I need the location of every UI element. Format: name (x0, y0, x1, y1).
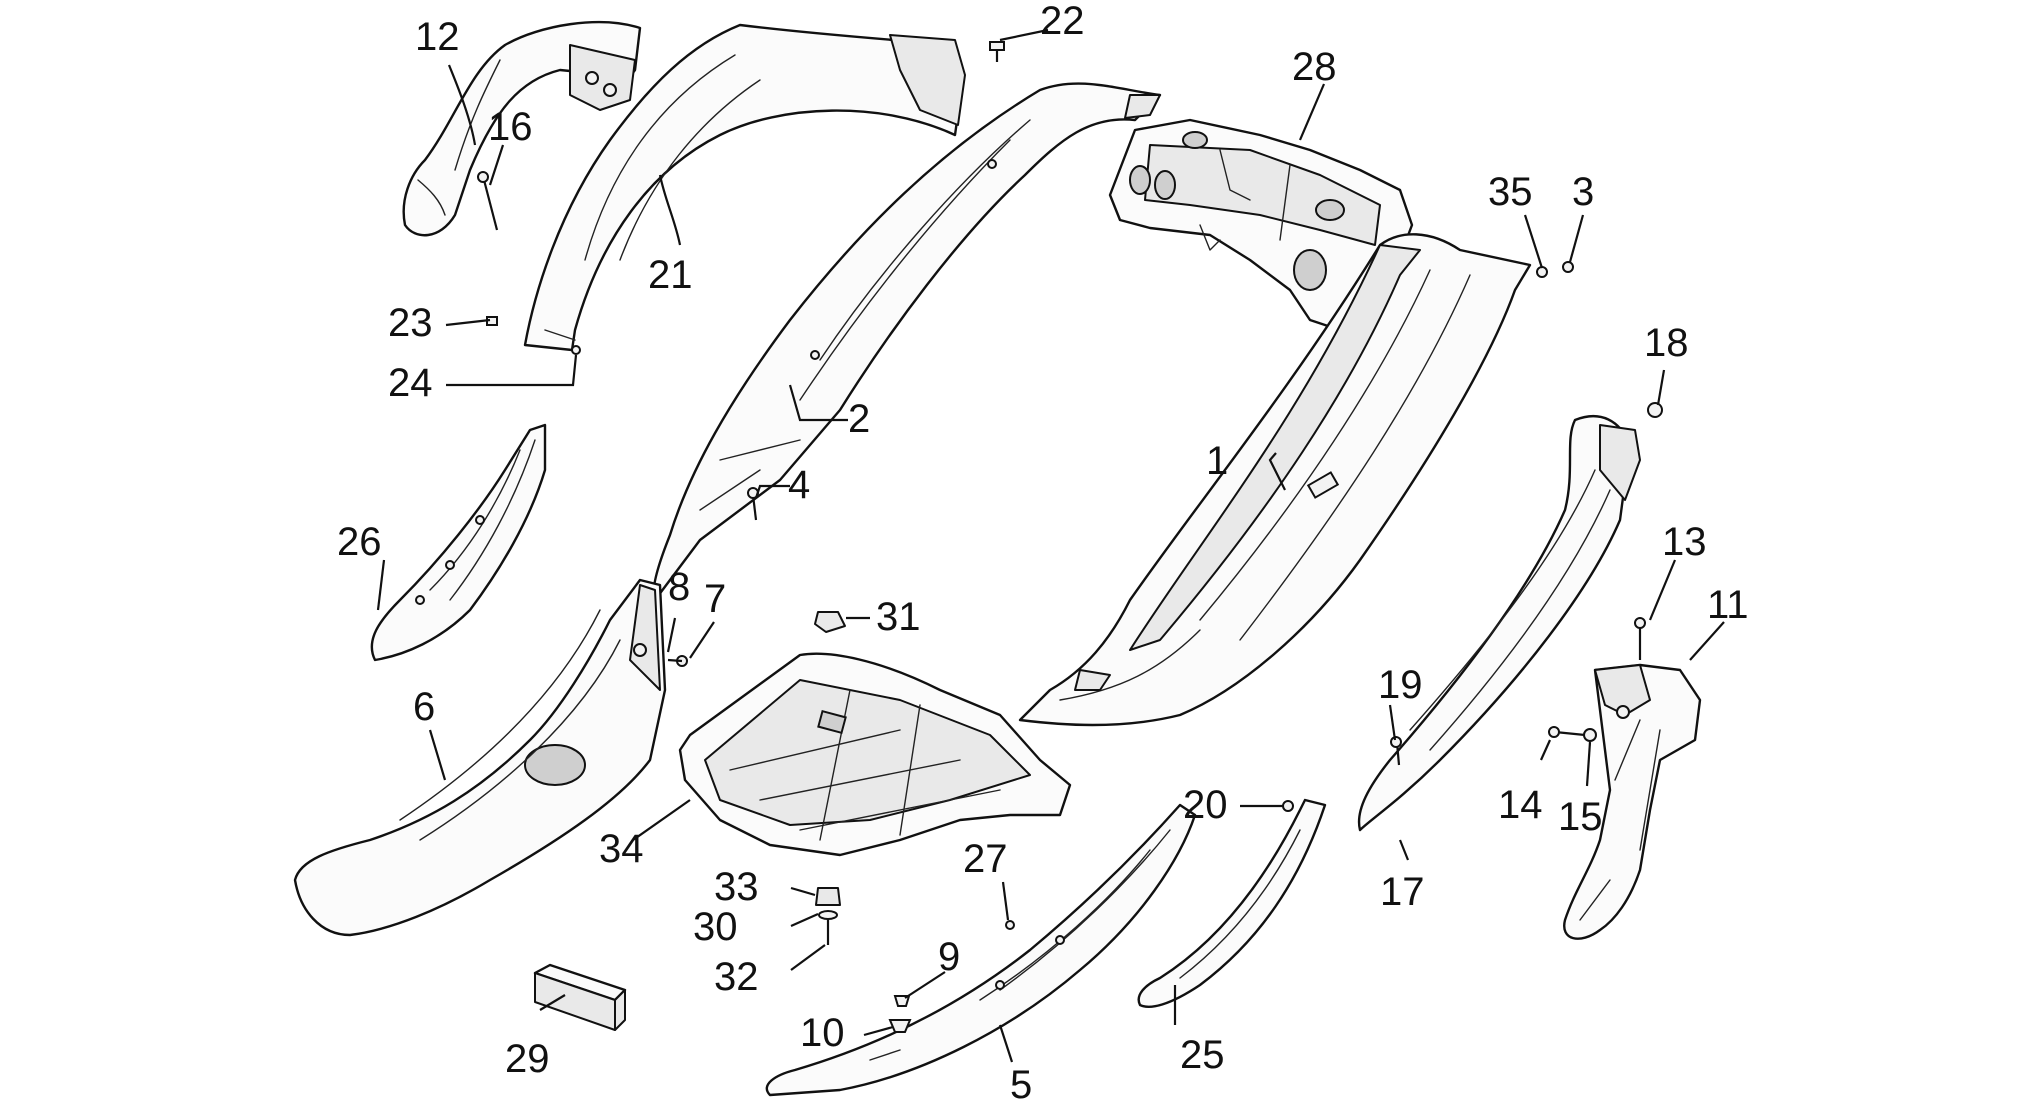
label-5: 5 (1010, 1063, 1032, 1107)
part-26-trim (370, 423, 547, 662)
label-33: 33 (714, 865, 759, 909)
label-21: 21 (648, 253, 693, 297)
leader-lines (376, 28, 1725, 1063)
part-21-fairing-strip (523, 23, 966, 352)
part-6-left-lower-panel (293, 578, 667, 937)
label-20: 20 (1183, 783, 1228, 827)
label-1: 1 (1206, 439, 1228, 483)
label-27: 27 (963, 837, 1008, 881)
label-7: 7 (704, 577, 726, 621)
part-34-floor-tray (678, 652, 1072, 857)
label-24: 24 (388, 361, 433, 405)
label-17: 17 (1380, 870, 1425, 914)
label-2: 2 (848, 397, 870, 441)
part-2-inner-panel (652, 82, 1162, 602)
part-5-lower-strip (765, 803, 1197, 1097)
label-11: 11 (1707, 583, 1749, 627)
label-12: 12 (415, 15, 460, 59)
label-23: 23 (388, 301, 433, 345)
label-6: 6 (413, 685, 435, 729)
label-18: 18 (1644, 321, 1689, 365)
part-25-lower-strip (1137, 798, 1327, 1008)
callout-labels: 12 16 21 22 23 24 28 35 3 2 18 1 4 26 8 … (337, 0, 1749, 1107)
label-29: 29 (505, 1037, 550, 1081)
label-25: 25 (1180, 1033, 1225, 1077)
part-1-main-side-panel (1018, 233, 1532, 727)
label-4: 4 (788, 463, 810, 507)
label-31: 31 (876, 595, 921, 639)
label-22: 22 (1040, 0, 1085, 43)
label-28: 28 (1292, 45, 1337, 89)
label-15: 15 (1558, 795, 1603, 839)
label-32: 32 (714, 955, 759, 999)
label-9: 9 (938, 935, 960, 979)
part-29-block (533, 963, 627, 1031)
label-19: 19 (1378, 663, 1423, 707)
label-3: 3 (1572, 170, 1594, 214)
label-30: 30 (693, 905, 738, 949)
label-8: 8 (668, 565, 690, 609)
label-26: 26 (337, 520, 382, 564)
label-14: 14 (1498, 783, 1543, 827)
label-10: 10 (800, 1011, 845, 1055)
label-13: 13 (1662, 520, 1707, 564)
label-35: 35 (1488, 170, 1533, 214)
part-28-rear-frame-cover (1108, 118, 1414, 332)
part-17-right-panel (1357, 415, 1641, 832)
label-16: 16 (488, 105, 533, 149)
label-34: 34 (599, 827, 644, 871)
hardware-fasteners (477, 41, 1663, 1033)
part-11-handle (1563, 663, 1702, 940)
part-12-handle (402, 20, 642, 237)
